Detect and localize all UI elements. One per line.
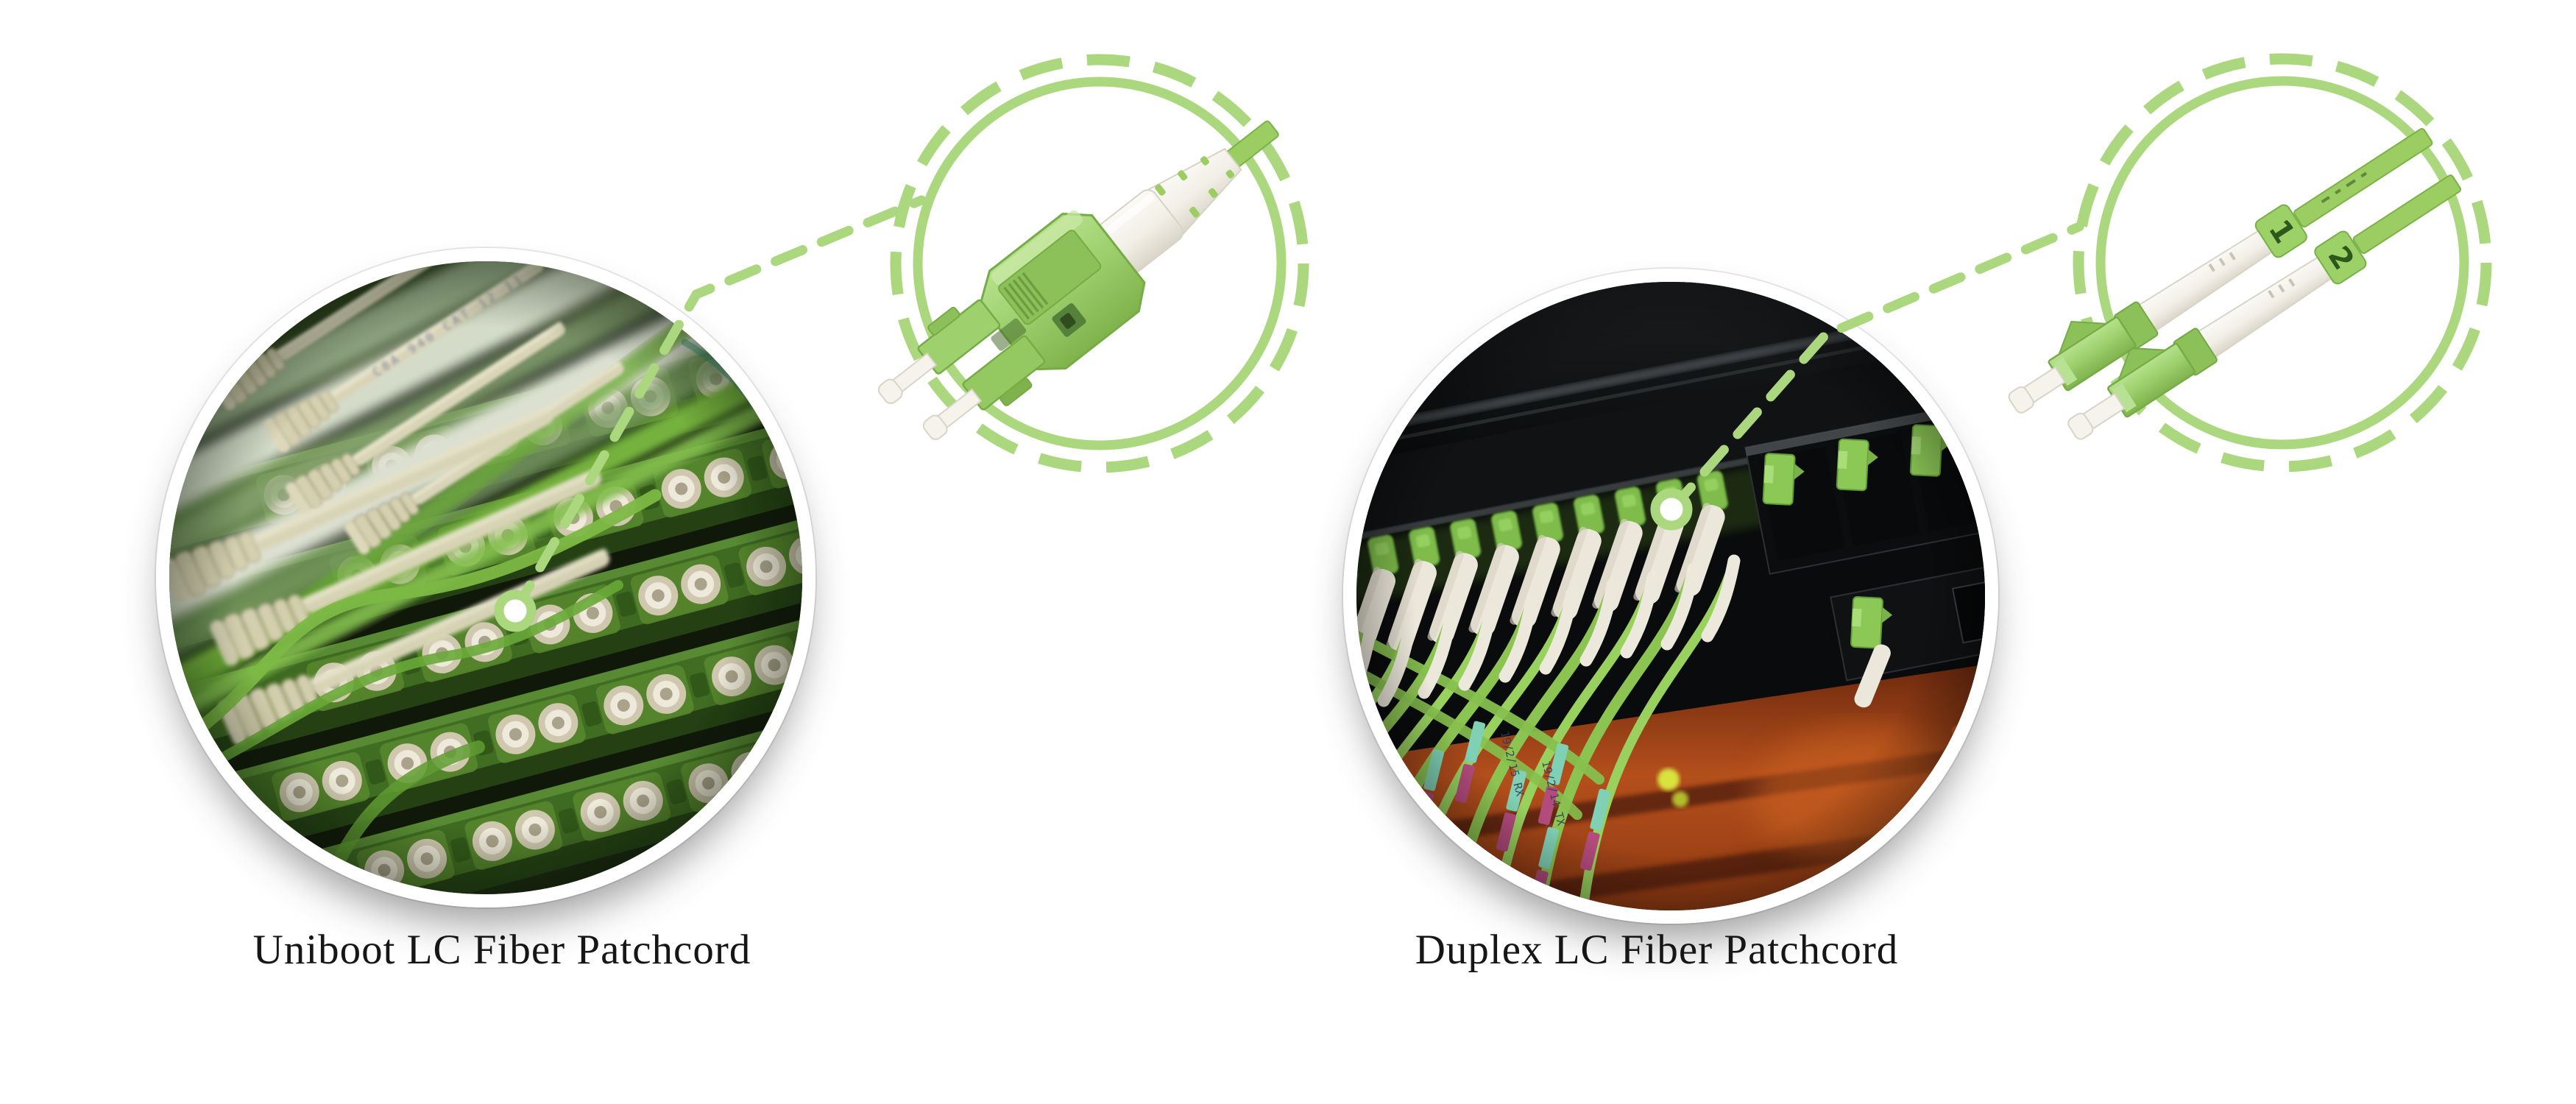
duplex-photo-circle: 19/2/14 TX 19/2/15 RX: [1343, 269, 1998, 924]
photo-vignette: [169, 261, 802, 894]
uniboot-callout-solid-ring: [913, 77, 1287, 450]
uniboot-callout-dashed-ring: [890, 54, 1309, 473]
duplex-callout-solid-ring: [2095, 76, 2469, 450]
uniboot-photo-circle: C8A 940 CAT 12 11: [156, 248, 815, 907]
duplex-connector-illustration: 2 1: [2008, 127, 2462, 440]
photo-vignette: [1356, 282, 1985, 910]
uniboot-connector-illustration: [877, 120, 1279, 440]
duplex-clip-marker-2: 2: [2321, 241, 2361, 276]
duplex-clip-marker-1: 1: [2262, 214, 2301, 250]
duplex-photo-scene: 19/2/14 TX 19/2/15 RX: [1356, 282, 1985, 910]
duplex-caption: Duplex LC Fiber Patchcord: [1415, 927, 1899, 973]
uniboot-photo-scene: C8A 940 CAT 12 11: [169, 261, 802, 894]
uniboot-caption: Uniboot LC Fiber Patchcord: [252, 927, 751, 973]
duplex-callout-dashed-ring: [2073, 53, 2492, 473]
